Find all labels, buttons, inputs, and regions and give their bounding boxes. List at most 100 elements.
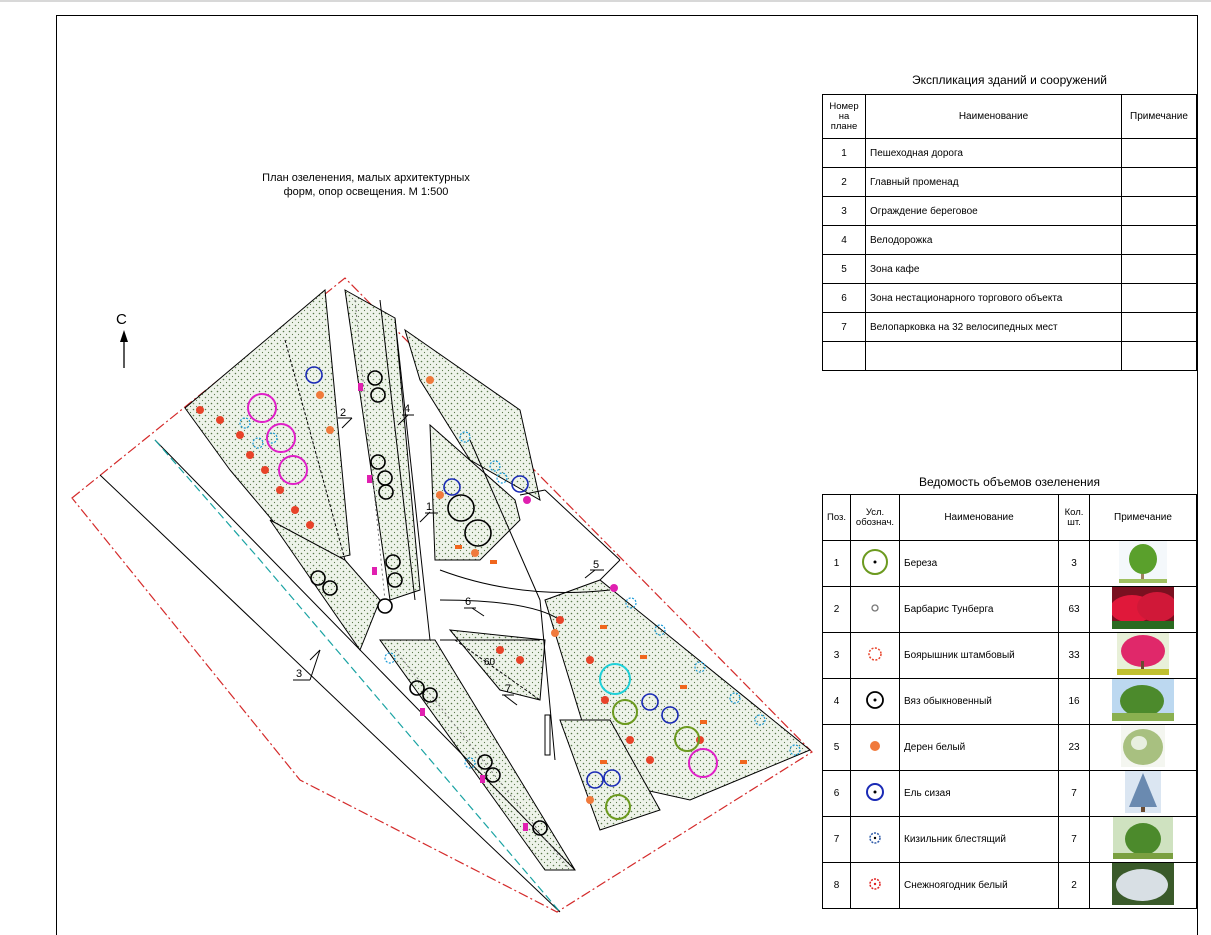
callout-labels: 1 2 3 4 5 6 7 60 [293, 403, 604, 706]
explication-name [865, 341, 1122, 371]
volumes-qty: 3 [1058, 540, 1090, 587]
volumes-pos: 8 [822, 862, 851, 909]
lawn-areas [184, 289, 811, 871]
volumes-pos: 7 [822, 816, 851, 863]
explication-header-num: Номер на плане [822, 94, 866, 139]
volumes-header-note: Примечание [1089, 494, 1197, 541]
paths [99, 299, 621, 913]
north-label: С [116, 311, 127, 328]
snowberry-photo [1089, 862, 1197, 909]
cotoneaster-photo [1089, 816, 1197, 863]
callout-2: 2 [340, 407, 346, 419]
volumes-header-pos: Поз. [822, 494, 851, 541]
explication-num: 2 [822, 167, 866, 197]
volumes-header-sym: Усл. обознач. [850, 494, 900, 541]
bench-markers [455, 545, 747, 764]
volumes-name: Барбарис Тунберга [899, 586, 1059, 633]
barberry-photo [1089, 586, 1197, 633]
explication-note [1121, 254, 1197, 284]
barberry-symbol-icon [850, 586, 900, 633]
callout-1: 1 [426, 501, 432, 513]
explication-num: 5 [822, 254, 866, 284]
explication-table: Номер на плане Наименование Примечание 1… [822, 94, 1197, 371]
explication-name: Зона кафе [865, 254, 1122, 284]
explication-num: 6 [822, 283, 866, 313]
volumes-qty: 16 [1058, 678, 1090, 725]
drawing-frame [56, 15, 1198, 935]
elm-photo [1089, 678, 1197, 725]
spruce-photo [1089, 770, 1197, 817]
callout-6: 6 [465, 596, 471, 608]
volumes-table: Поз. Усл. обознач. Наименование Кол. шт.… [822, 494, 1197, 909]
explication-num [822, 341, 866, 371]
inner-label: 60 [484, 657, 496, 668]
volumes-pos: 1 [822, 540, 851, 587]
explication-name: Ограждение береговое [865, 196, 1122, 226]
callout-7: 7 [505, 683, 511, 695]
dogwood-photo [1089, 724, 1197, 771]
explication-note [1121, 167, 1197, 197]
cotoneaster-symbol-icon [850, 816, 900, 863]
large-shrub-markers [247, 393, 718, 778]
volumes-qty: 7 [1058, 770, 1090, 817]
callout-4: 4 [404, 403, 410, 415]
volumes-name: Боярышник штамбовый [899, 632, 1059, 679]
explication-name: Велодорожка [865, 225, 1122, 255]
hawthorn-photo [1089, 632, 1197, 679]
spruce-markers [305, 366, 679, 789]
explication-name: Главный променад [865, 167, 1122, 197]
explication-name: Зона нестационарного торгового объекта [865, 283, 1122, 313]
explication-note [1121, 341, 1197, 371]
birch-markers [605, 699, 700, 820]
volumes-pos: 3 [822, 632, 851, 679]
explication-row [822, 341, 1197, 371]
volumes-qty: 2 [1058, 862, 1090, 909]
plan-title-line2: форм, опор освещения. М 1:500 [283, 186, 449, 198]
explication-note [1121, 138, 1197, 168]
cotoneaster-markers [239, 417, 801, 769]
explication-title: Экспликация зданий и сооружений [911, 73, 1108, 87]
explication-note [1121, 225, 1197, 255]
hawthorn-symbol-icon [850, 632, 900, 679]
explication-num: 4 [822, 225, 866, 255]
volumes-header-name: Наименование [899, 494, 1059, 541]
volumes-qty: 7 [1058, 816, 1090, 863]
volumes-qty: 33 [1058, 632, 1090, 679]
explication-note [1121, 312, 1197, 342]
volumes-qty: 63 [1058, 586, 1090, 633]
callout-5: 5 [593, 559, 599, 571]
volumes-header-qty: Кол. шт. [1058, 494, 1090, 541]
snowberry-symbol-icon [850, 862, 900, 909]
volumes-name: Кизильник блестящий [899, 816, 1059, 863]
volumes-name: Снежноягодник белый [899, 862, 1059, 909]
birch-symbol-icon [850, 540, 900, 587]
birch-photo [1089, 540, 1197, 587]
plan-title-line1: План озеленения, малых архитектурных [262, 172, 470, 184]
bike-parking [284, 339, 551, 756]
spruce-symbol-icon [850, 770, 900, 817]
volumes-name: Ель сизая [899, 770, 1059, 817]
volumes-title: Ведомость объемов озеленения [918, 475, 1101, 489]
elm-markers [310, 370, 548, 836]
explication-num: 7 [822, 312, 866, 342]
north-arrow-icon [120, 330, 128, 368]
light-pole-markers [358, 383, 618, 831]
volumes-name: Береза [899, 540, 1059, 587]
